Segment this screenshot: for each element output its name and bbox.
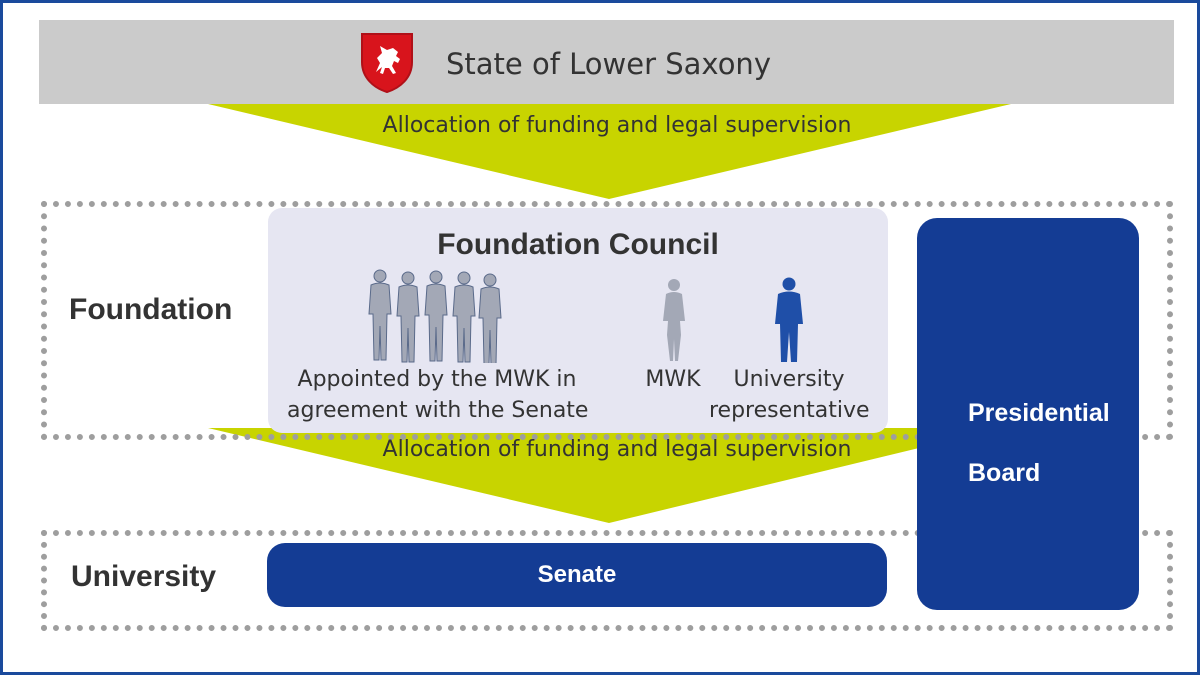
university-representative-label: University representative xyxy=(709,364,870,426)
appointed-members-label-line-1: Appointed by the MWK in xyxy=(297,367,577,392)
appointed-members-figures-icon xyxy=(368,269,502,363)
university-representative-label-line-1: University xyxy=(733,367,845,392)
university-representative-label-line-2: representative xyxy=(709,398,870,423)
appointed-members-label-line-2: agreement with the Senate xyxy=(287,398,589,423)
arrow-label-bottom: Allocation of funding and legal supervis… xyxy=(382,437,852,462)
state-bar xyxy=(39,20,1174,104)
university-tier-box xyxy=(41,530,1173,631)
senate-box: Senate xyxy=(267,543,887,607)
presidential-board-label-line-2: Board xyxy=(968,459,1041,487)
presidential-board-label-line-1: Presidential xyxy=(968,399,1110,427)
foundation-tier-box xyxy=(41,201,1173,440)
university-label: University xyxy=(71,560,217,593)
presidential-board-label: Presidential Board xyxy=(968,383,1110,503)
arrow-label-top: Allocation of funding and legal supervis… xyxy=(382,113,852,138)
funding-arrow-bottom xyxy=(208,428,919,523)
university-representative-figure-icon xyxy=(775,277,803,362)
state-title: State of Lower Saxony xyxy=(446,47,771,81)
funding-arrow-top xyxy=(208,104,1011,199)
presidential-board-box xyxy=(917,218,1139,610)
foundation-label: Foundation xyxy=(69,293,233,326)
funnel-layer xyxy=(208,104,1011,523)
mwk-figure-icon xyxy=(663,279,685,361)
saxony-horse-coat-of-arms-icon xyxy=(361,33,413,94)
appointed-members-label: Appointed by the MWK in agreement with t… xyxy=(287,364,589,426)
mwk-label: MWK xyxy=(645,367,701,392)
foundation-council-title: Foundation Council xyxy=(437,228,719,261)
